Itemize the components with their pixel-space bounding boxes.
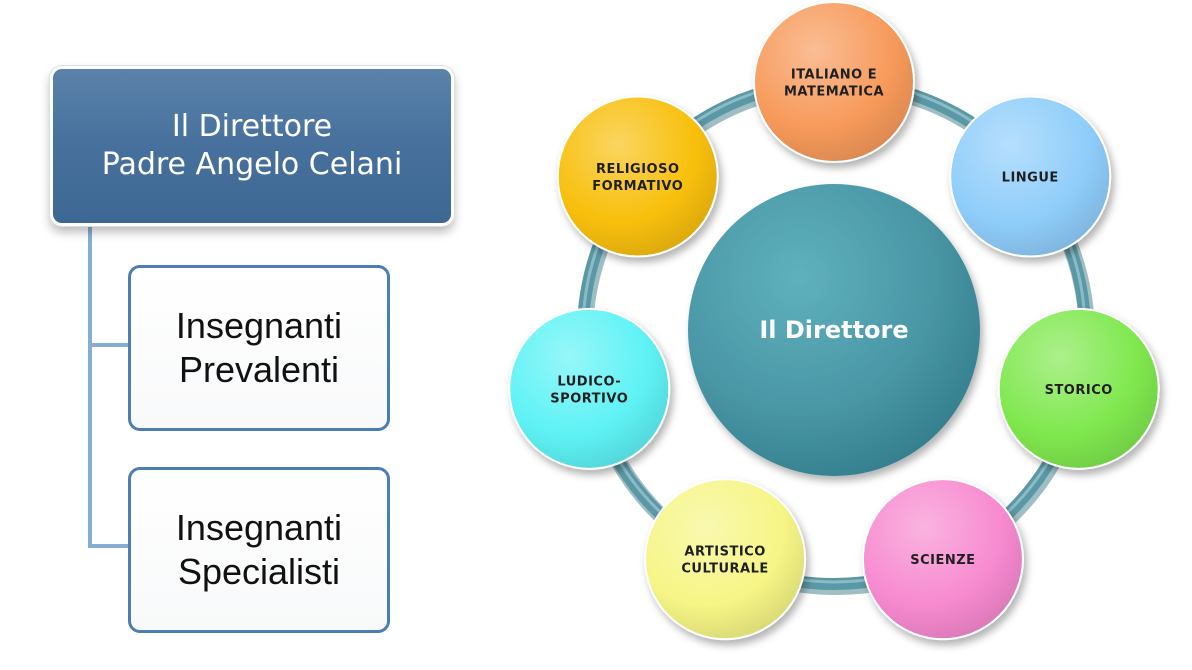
- teachers-specialist-line1: Insegnanti: [175, 507, 343, 548]
- teachers-prevalent-line2: Prevalenti: [178, 349, 340, 390]
- cycle-node: LINGUE: [949, 95, 1112, 258]
- cycle-node-label: LINGUE: [1002, 171, 1059, 186]
- cycle-node: LUDICO- SPORTIVO: [508, 307, 671, 470]
- teachers-specialist-line2: Specialisti: [177, 551, 341, 592]
- cycle-node-label: FORMATIVO: [592, 179, 683, 194]
- cycle-node-circle: [644, 478, 807, 641]
- cycle-node-label: ARTISTICO: [684, 545, 765, 560]
- director-title: Il Direttore: [171, 109, 333, 144]
- cycle-node-circle: [556, 95, 719, 258]
- connector-line: [88, 220, 128, 548]
- nodes-layer: ITALIANO E MATEMATICA LINGUE STORICO SCIENZE…: [508, 1, 1160, 641]
- cycle-node-circle: [508, 307, 671, 470]
- teachers-prevalent-line1: Insegnanti: [175, 305, 343, 346]
- cycle-node-label: CULTURALE: [681, 562, 768, 577]
- cycle-node-label: ITALIANO E: [791, 68, 877, 83]
- teachers-prevalent-box: Insegnanti Prevalenti: [128, 265, 390, 431]
- center-circle: [688, 184, 980, 476]
- director-box: Il Direttore Padre Angelo Celani: [50, 66, 454, 226]
- cycle-node: ARTISTICO CULTURALE: [644, 478, 807, 641]
- center-label: Il Direttore: [759, 316, 908, 344]
- cycle-node-label: SCIENZE: [910, 553, 975, 568]
- cycle-node-label: STORICO: [1045, 383, 1113, 398]
- cycle-node-label: MATEMATICA: [784, 85, 884, 100]
- cycle-node: RELIGIOSO FORMATIVO: [556, 95, 719, 258]
- cycle-node-circle: [997, 307, 1160, 470]
- cycle-node-label: RELIGIOSO: [596, 162, 679, 177]
- teachers-specialist-box: Insegnanti Specialisti: [128, 467, 390, 633]
- cycle-node-circle: [949, 95, 1112, 258]
- cycle-node: STORICO: [997, 307, 1160, 470]
- cycle-node-circle: [753, 1, 915, 163]
- cycle-node: ITALIANO E MATEMATICA: [753, 1, 915, 163]
- cycle-node-circle: [861, 478, 1024, 641]
- cycle-node: SCIENZE: [861, 478, 1024, 641]
- cycle-node-label: SPORTIVO: [550, 391, 628, 406]
- director-name: Padre Angelo Celani: [101, 147, 403, 182]
- cycle-node-label: LUDICO-: [557, 374, 621, 389]
